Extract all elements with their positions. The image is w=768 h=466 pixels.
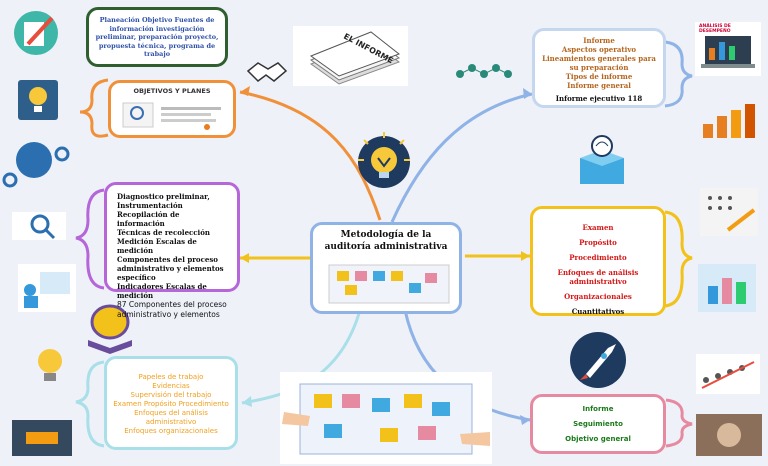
seguimiento-box: Informe Seguimiento Objetivo general <box>530 394 666 454</box>
analysis-thumbnail: ANÁLISIS DE DESEMPEÑO <box>695 22 761 76</box>
examen-box: Examen Propósito Procedimiento Enfoques … <box>530 206 666 316</box>
hands-together-icon <box>696 414 762 456</box>
informe-footer: Informe ejecutivo 118 <box>555 94 643 103</box>
informe-line-2: Aspectos operativo <box>561 45 637 54</box>
laptop-chart-icon <box>701 36 755 68</box>
examen-line-2: Propósito <box>579 238 617 247</box>
analyst-desk-icon <box>18 264 76 312</box>
diagnostico-line-7: administrativo y elementos específico <box>117 264 224 282</box>
planeacion-text: Planeación Objetivo Fuentes de informaci… <box>95 16 219 58</box>
isometric-analysis-icon <box>698 264 756 312</box>
seguimiento-line-3: Objetivo general <box>565 435 631 443</box>
informe-line-1: Informe <box>583 36 615 45</box>
examen-line-4: Enfoques de análisis administrativo <box>557 268 639 286</box>
diagnostico-line-10: administrativo y elementos <box>117 310 220 319</box>
handshake-icon <box>246 62 288 82</box>
center-title-line-1: Metodología de la <box>340 230 432 240</box>
papeles-line-6: administrativo <box>145 418 197 426</box>
center-title-line-2: auditoría administrativa <box>324 242 448 252</box>
informe-stack-illustration: EL INFORME <box>293 26 408 86</box>
papeles-line-5: Enfoques del análisis <box>134 409 208 417</box>
diagnostico-box: Diagnostico preliminar, Instrumentación … <box>104 182 240 319</box>
connector-to-informe <box>390 92 533 223</box>
planeacion-box: Planeación Objetivo Fuentes de informaci… <box>86 7 228 67</box>
connector-to-objetivos <box>239 90 382 221</box>
objetivos-title: OBJETIVOS Y PLANES <box>133 87 211 95</box>
papeles-line-2: Evidencias <box>152 382 190 390</box>
center-collab-illustration <box>328 264 450 304</box>
informe-box: Informe Aspectos operativo Lineamientos … <box>532 28 666 108</box>
objetivos-illustration <box>122 102 221 130</box>
papeles-line-3: Supervisión del trabajo <box>130 391 212 399</box>
diagnostico-line-6: Componentes del proceso <box>117 255 218 264</box>
diagnostico-line-2: Instrumentación <box>117 201 183 210</box>
informe-line-4: Tipos de informe <box>565 72 633 81</box>
examen-line-5: Organizacionales <box>564 292 632 301</box>
diagnostico-line-5: Medición Escalas de medición <box>117 237 197 255</box>
brain-book-icon <box>88 304 132 354</box>
analysis-thumbnail-label: ANÁLISIS DE DESEMPEÑO <box>699 24 731 34</box>
diagnostico-line-4: Técnicas de recolección <box>117 228 210 237</box>
magnifier-icon <box>12 212 66 240</box>
document-stack-icon <box>309 31 401 85</box>
papeles-line-1: Papeles de trabajo <box>138 373 204 381</box>
brain-box-icon <box>580 135 624 184</box>
seguimiento-line-2: Seguimiento <box>573 420 623 428</box>
examen-line-3: Procedimiento <box>569 253 627 262</box>
diagnostico-line-8: Indicadores Escalas de medición <box>117 282 207 300</box>
exam-pencil-icon <box>700 188 758 236</box>
center-topic-box: Metodología de la auditoría administrati… <box>310 222 462 314</box>
objetivos-card: OBJETIVOS Y PLANES <box>108 80 236 138</box>
lightbulb-hand-icon <box>38 349 62 381</box>
people-graph-icon <box>696 354 760 394</box>
meeting-icon <box>12 420 72 456</box>
task-board-illustration <box>280 372 492 464</box>
papeles-line-4: Examen Propósito Procedimiento <box>113 400 229 408</box>
diagnostico-line-1: Diagnostico preliminar, <box>117 192 210 201</box>
idea-book-icon <box>18 80 58 120</box>
informe-line-3: Lineamientos generales para su preparaci… <box>542 54 656 72</box>
team-network-icon <box>456 64 512 78</box>
diagnostico-line-3: Recopilación de información <box>117 210 180 228</box>
brain-gears-icon <box>2 142 70 188</box>
examen-line-6: Cuantitativos <box>571 307 625 316</box>
bar-growth-icon <box>703 104 755 138</box>
lightbulb-icon <box>358 132 410 188</box>
examen-line-1: Examen <box>582 223 614 232</box>
papeles-line-7: Enfoques organizacionales <box>124 427 218 435</box>
rocket-icon <box>570 332 626 388</box>
informe-line-5: Informe general <box>567 81 631 90</box>
compass-pencil-icon <box>14 11 58 55</box>
seguimiento-line-1: Informe <box>582 405 614 413</box>
diagnostico-line-9: 87 Componentes del proceso <box>117 300 227 309</box>
papeles-box: Papeles de trabajo Evidencias Supervisió… <box>104 356 238 450</box>
